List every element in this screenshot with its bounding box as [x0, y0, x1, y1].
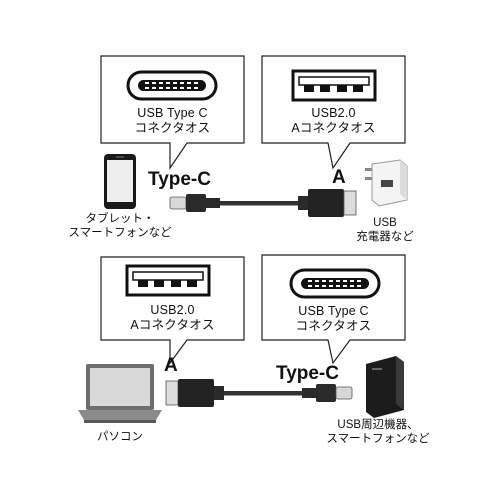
bubble-bottom-right: USB Type C コネクタオス: [262, 255, 405, 340]
bubble-top-right: USB2.0 Aコネクタオス: [262, 56, 405, 143]
usb-c-connector-icon-bottom: [289, 268, 381, 299]
smartphone-icon: [104, 154, 136, 209]
bubble-bottom-left: USB2.0 Aコネクタオス: [101, 257, 244, 340]
bubble-top-left-line-2: コネクタオス: [134, 121, 211, 135]
plug-label-bottom-left: A: [164, 355, 178, 376]
bubble-bottom-right-line-1: USB Type C: [298, 304, 369, 318]
cable-top: [169, 189, 357, 217]
bubble-top-right-line-2: Aコネクタオス: [291, 121, 376, 135]
plug-label-bottom-right: Type-C: [276, 363, 339, 384]
cable-bottom: [165, 379, 353, 407]
bubble-top-left: USB Type C コネクタオス: [101, 56, 244, 143]
usb-c-connector-icon: [126, 70, 218, 101]
device-label-bottom-left: パソコン: [80, 430, 160, 444]
device-label-top-right-line-1: USB: [373, 217, 397, 229]
device-label-top-right-line-2: 充電器など: [356, 231, 414, 243]
plug-label-top-right: A: [332, 167, 346, 188]
usb-peripheral-icon: [366, 356, 404, 418]
bubble-top-right-line-1: USB2.0: [311, 106, 356, 120]
bubble-bottom-left-line-2: Aコネクタオス: [130, 318, 215, 332]
bubble-top-left-line-1: USB Type C: [137, 106, 208, 120]
device-label-top-left-line-1: タブレット・: [85, 213, 155, 225]
bubble-bottom-right-line-2: コネクタオス: [295, 319, 372, 333]
usb-a-connector-icon: [291, 69, 377, 102]
bubble-bottom-left-line-1: USB2.0: [150, 303, 195, 317]
device-label-top-left-line-2: スマートフォンなど: [68, 227, 172, 239]
device-label-bottom-right-line-1: USB周辺機器、: [337, 419, 419, 431]
usb-charger-icon: [365, 159, 408, 207]
plug-label-top-left: Type-C: [148, 169, 211, 190]
laptop-icon: [78, 364, 162, 423]
device-label-top-right: USB 充電器など: [345, 216, 425, 244]
device-label-bottom-right-line-2: スマートフォンなど: [326, 433, 430, 445]
device-label-top-left: タブレット・ スマートフォンなど: [60, 212, 180, 240]
usb-a-connector-icon-bottom: [125, 264, 211, 297]
device-label-bottom-right: USB周辺機器、 スマートフォンなど: [318, 418, 438, 446]
device-label-bottom-left-line-1: パソコン: [97, 431, 143, 443]
